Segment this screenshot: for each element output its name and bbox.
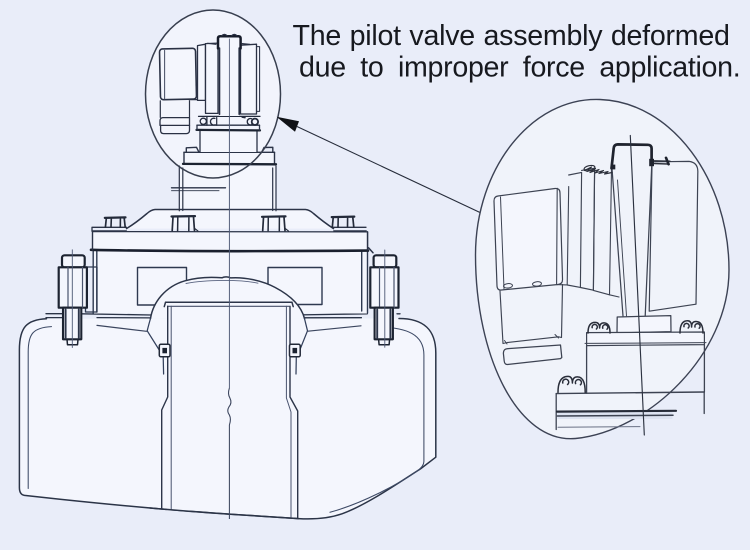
svg-text:The pilot valve assembly defor: The pilot valve assembly deformed <box>293 20 730 52</box>
svg-text:due to improper force applicat: due to improper force application. <box>299 52 740 84</box>
